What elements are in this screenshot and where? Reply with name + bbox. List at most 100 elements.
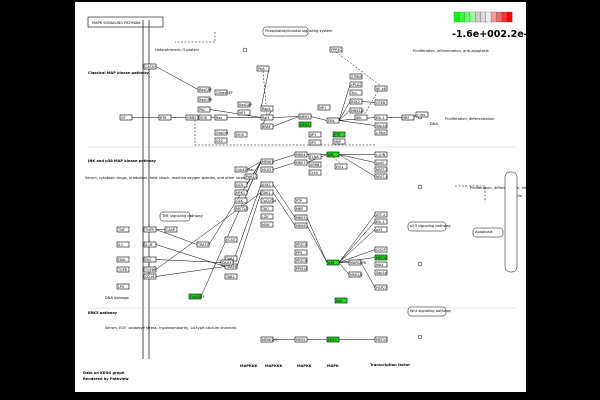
gene-node-ppm1a[interactable]: PPM1A (294, 265, 308, 272)
gene-node-atf2[interactable]: ATF-2 (374, 211, 388, 218)
gene-node-rtk[interactable]: RTK (158, 114, 172, 121)
gene-node-tao[interactable]: TAO (260, 205, 274, 212)
gene-node-ask1[interactable]: ASK1 (260, 181, 274, 188)
gene-node-mkk6[interactable]: MKK6 (294, 222, 308, 229)
gene-node-sap1b[interactable]: Sap1a (374, 269, 388, 276)
gene-node-msk12[interactable]: MSK1/2 (348, 271, 363, 278)
gene-node-ptpb[interactable]: PTP (294, 197, 308, 204)
gene-node-tnfr[interactable]: TNFR (143, 226, 157, 233)
gene-node-creb[interactable]: CREB (374, 99, 388, 106)
gene-node-sos[interactable]: SOS (198, 114, 212, 121)
gene-node-cd14[interactable]: CD14 (143, 273, 157, 280)
gene-node-jund[interactable]: JunD (374, 159, 388, 166)
gene-node-il1[interactable]: IL1 (116, 241, 130, 248)
gene-node-cmyc[interactable]: c-Myc (374, 129, 388, 136)
gene-node-tab3[interactable]: PP2CB (294, 257, 308, 264)
gene-node-rasgap[interactable]: RasGAP (237, 101, 252, 108)
gene-node-tnf[interactable]: TNF (116, 226, 130, 233)
gene-node-elk1[interactable]: Elk-1 (374, 114, 388, 121)
gene-node-tak1[interactable]: TAK1 (260, 189, 274, 196)
gene-node-arrb[interactable]: ARRB (308, 161, 322, 168)
gene-node-mp1[interactable]: MP1 (317, 104, 331, 111)
gene-node-max[interactable]: MAX (374, 261, 388, 268)
gene-node-glk[interactable]: GLK (234, 197, 248, 204)
gene-node-mos[interactable]: MOS (234, 131, 248, 138)
gene-node-gck[interactable]: GCK (234, 181, 248, 188)
gene-node-grb2[interactable]: GRB2 (185, 114, 199, 121)
gene-node-ppp3c[interactable]: PPP3C (329, 46, 343, 53)
gene-node-mkp[interactable]: MKP (332, 138, 346, 145)
gene-node-p38[interactable]: p38 (326, 259, 340, 266)
gene-node-pp2ca[interactable]: PP2CA (294, 241, 308, 248)
gene-node-chop[interactable]: CHOP (374, 246, 388, 253)
gene-node-p53[interactable]: p53 (374, 226, 388, 233)
gene-node-pka[interactable]: PKA (256, 65, 270, 72)
gene-node-cfos[interactable]: c-fos (415, 111, 429, 118)
gene-node-ecsit[interactable]: ECSIT (224, 236, 238, 243)
gene-node-mnk12[interactable]: MNK1/2 (349, 107, 364, 114)
gene-node-mek2[interactable]: MEK2 (298, 121, 312, 128)
gene-node-braf[interactable]: BRAF (260, 123, 274, 130)
gene-node-ptp[interactable]: PTP (332, 131, 346, 138)
gene-node-srf[interactable]: SRF (401, 114, 415, 121)
gene-node-tgfb[interactable]: TGFB (116, 266, 130, 273)
gene-node-hsp27[interactable]: HSP27 (374, 284, 388, 291)
gene-node-hpk1[interactable]: HPK1 (234, 189, 248, 196)
gene-node-jip1[interactable]: JIP1 (308, 131, 322, 138)
gene-node-mek5[interactable]: MEK5 (294, 336, 308, 343)
gene-node-mapkapk[interactable]: MAPKAPK (348, 259, 367, 266)
gene-node-nf1[interactable]: NF1 (237, 109, 251, 116)
gene-node-mekk23[interactable]: MEKK2/3 (260, 336, 277, 343)
gene-node-muk[interactable]: MUK (260, 221, 274, 228)
gene-node-rasgrf[interactable]: RasGRF (197, 86, 212, 93)
gene-node-jip2[interactable]: JIP2 (308, 139, 322, 146)
gene-node-nfat2[interactable]: NFAT-2 (374, 166, 387, 173)
gene-node-ikk[interactable]: IKK (354, 114, 368, 121)
gene-node-cpla2[interactable]: cPLA2 (349, 81, 363, 88)
gene-node-nfkb[interactable]: NF-kB (374, 85, 388, 92)
gene-node-tgfbr[interactable]: TGFBR (143, 266, 157, 273)
gene-node-mst12[interactable]: MST1/2 (234, 205, 249, 212)
gene-node-il1r[interactable]: IL1R (143, 241, 157, 248)
gene-node-sap1a[interactable]: Sap1a (374, 122, 388, 129)
gene-node-mkk7[interactable]: MKK7 (294, 159, 308, 166)
gene-node-nfat4[interactable]: NFAT-4 (374, 173, 387, 180)
gene-node-mekk1[interactable]: MEKK1 (260, 158, 274, 165)
gene-node-mek1[interactable]: MEK1 (298, 113, 312, 120)
gene-node-cnrasgef[interactable]: CNrasGEF (214, 89, 233, 96)
gene-node-mef2c[interactable]: MEF2C (374, 254, 388, 261)
gene-node-cacn[interactable]: CACN (143, 63, 157, 70)
gene-node-erk[interactable]: ERK (326, 117, 340, 124)
gene-node-fas[interactable]: FAS (143, 256, 157, 263)
gene-node-evi1[interactable]: Evi1 (334, 163, 348, 170)
gene-node-gadd45[interactable]: GADD45 (188, 293, 204, 300)
gene-node-pp5[interactable]: PP5 (294, 249, 308, 256)
gene-node-mlk3[interactable]: MLK3 (260, 166, 274, 173)
gene-node-nlk[interactable]: NLK (334, 297, 348, 304)
gene-node-fasl[interactable]: FASL (116, 256, 130, 263)
gene-node-jnk[interactable]: JNK (326, 151, 340, 158)
gene-node-rasgrp[interactable]: RasGRP (197, 96, 212, 103)
gene-node-elk1b[interactable]: Elk-1 (374, 218, 388, 225)
gene-node-tau[interactable]: Tau (349, 89, 363, 96)
gene-node-lps[interactable]: LPS (116, 283, 130, 290)
gene-node-traf2[interactable]: TRAF2 (196, 241, 210, 248)
gene-node-ras[interactable]: Ras (214, 114, 228, 121)
gene-node-rsk2[interactable]: RSK2 (349, 98, 363, 105)
gene-node-cdc42[interactable]: Cdc42/Rac (234, 166, 254, 173)
gene-node-mkk3[interactable]: MKK3 (294, 214, 308, 221)
gene-node-crk[interactable]: CrkII (308, 169, 322, 176)
gene-node-erk5[interactable]: ERK5 (326, 336, 340, 343)
gene-node-casp[interactable]: CASP (164, 226, 178, 233)
gene-node-raf1[interactable]: Raf1 (260, 114, 274, 121)
gene-node-mkk4[interactable]: MKK4 (294, 151, 308, 158)
gene-node-mef2cb[interactable]: MEF2C (374, 336, 388, 343)
gene-node-tpl2[interactable]: Tpl2/Cot (260, 197, 277, 204)
gene-node-stmn1[interactable]: STMN1 (349, 73, 363, 80)
gene-node-pkc[interactable]: PKC (197, 106, 211, 113)
gene-node-g12[interactable]: G12 (214, 137, 228, 144)
gene-node-pak12[interactable]: PAK1/2 (244, 173, 258, 180)
gene-node-rap1[interactable]: Rap1 (260, 105, 274, 112)
gene-node-lzk[interactable]: LZK (260, 213, 274, 220)
gene-node-mkpb[interactable]: MKP (294, 205, 308, 212)
